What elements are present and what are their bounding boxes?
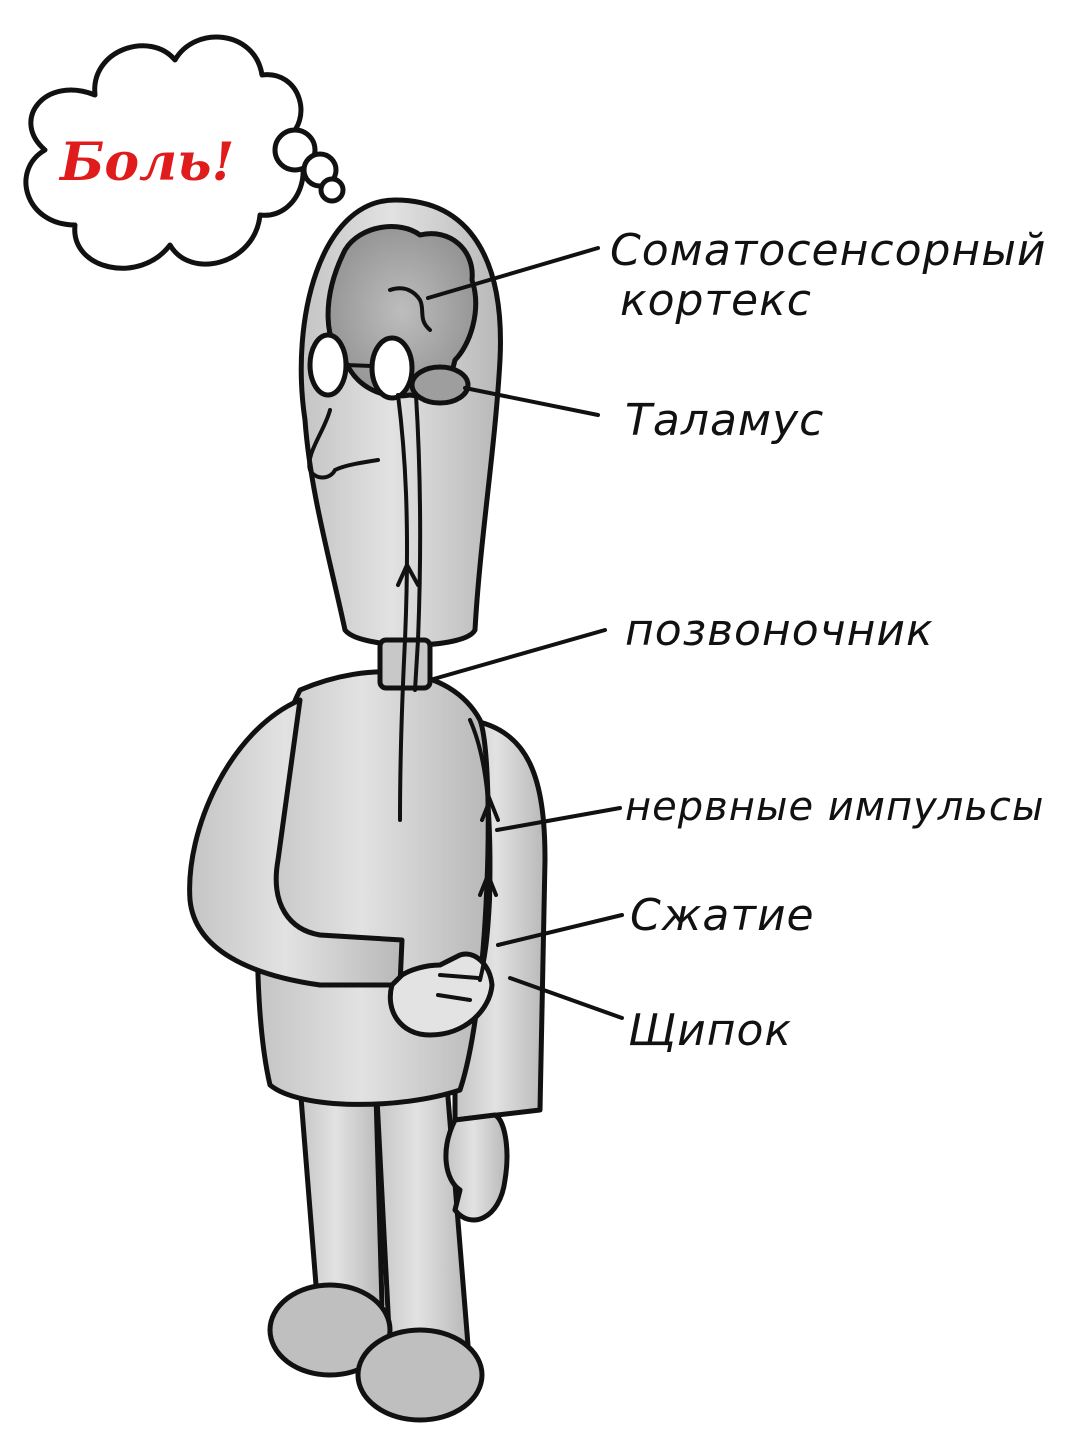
label-cortex-line1: Соматосенсорный [610,225,1047,276]
label-pinch: Щипок [628,1005,792,1056]
pain-thought-text: Боль! [58,132,234,193]
label-spine: позвоночник [625,605,934,656]
label-impulses: нервные импульсы [625,784,1045,830]
right-hand [446,1115,507,1220]
label-cortex-line2: кортекс [620,275,812,326]
label-squeeze: Сжатие [630,890,815,941]
label-thalamus: Таламус [625,395,824,446]
thought-cloud: Боль! [26,37,343,268]
thalamus [412,367,468,403]
